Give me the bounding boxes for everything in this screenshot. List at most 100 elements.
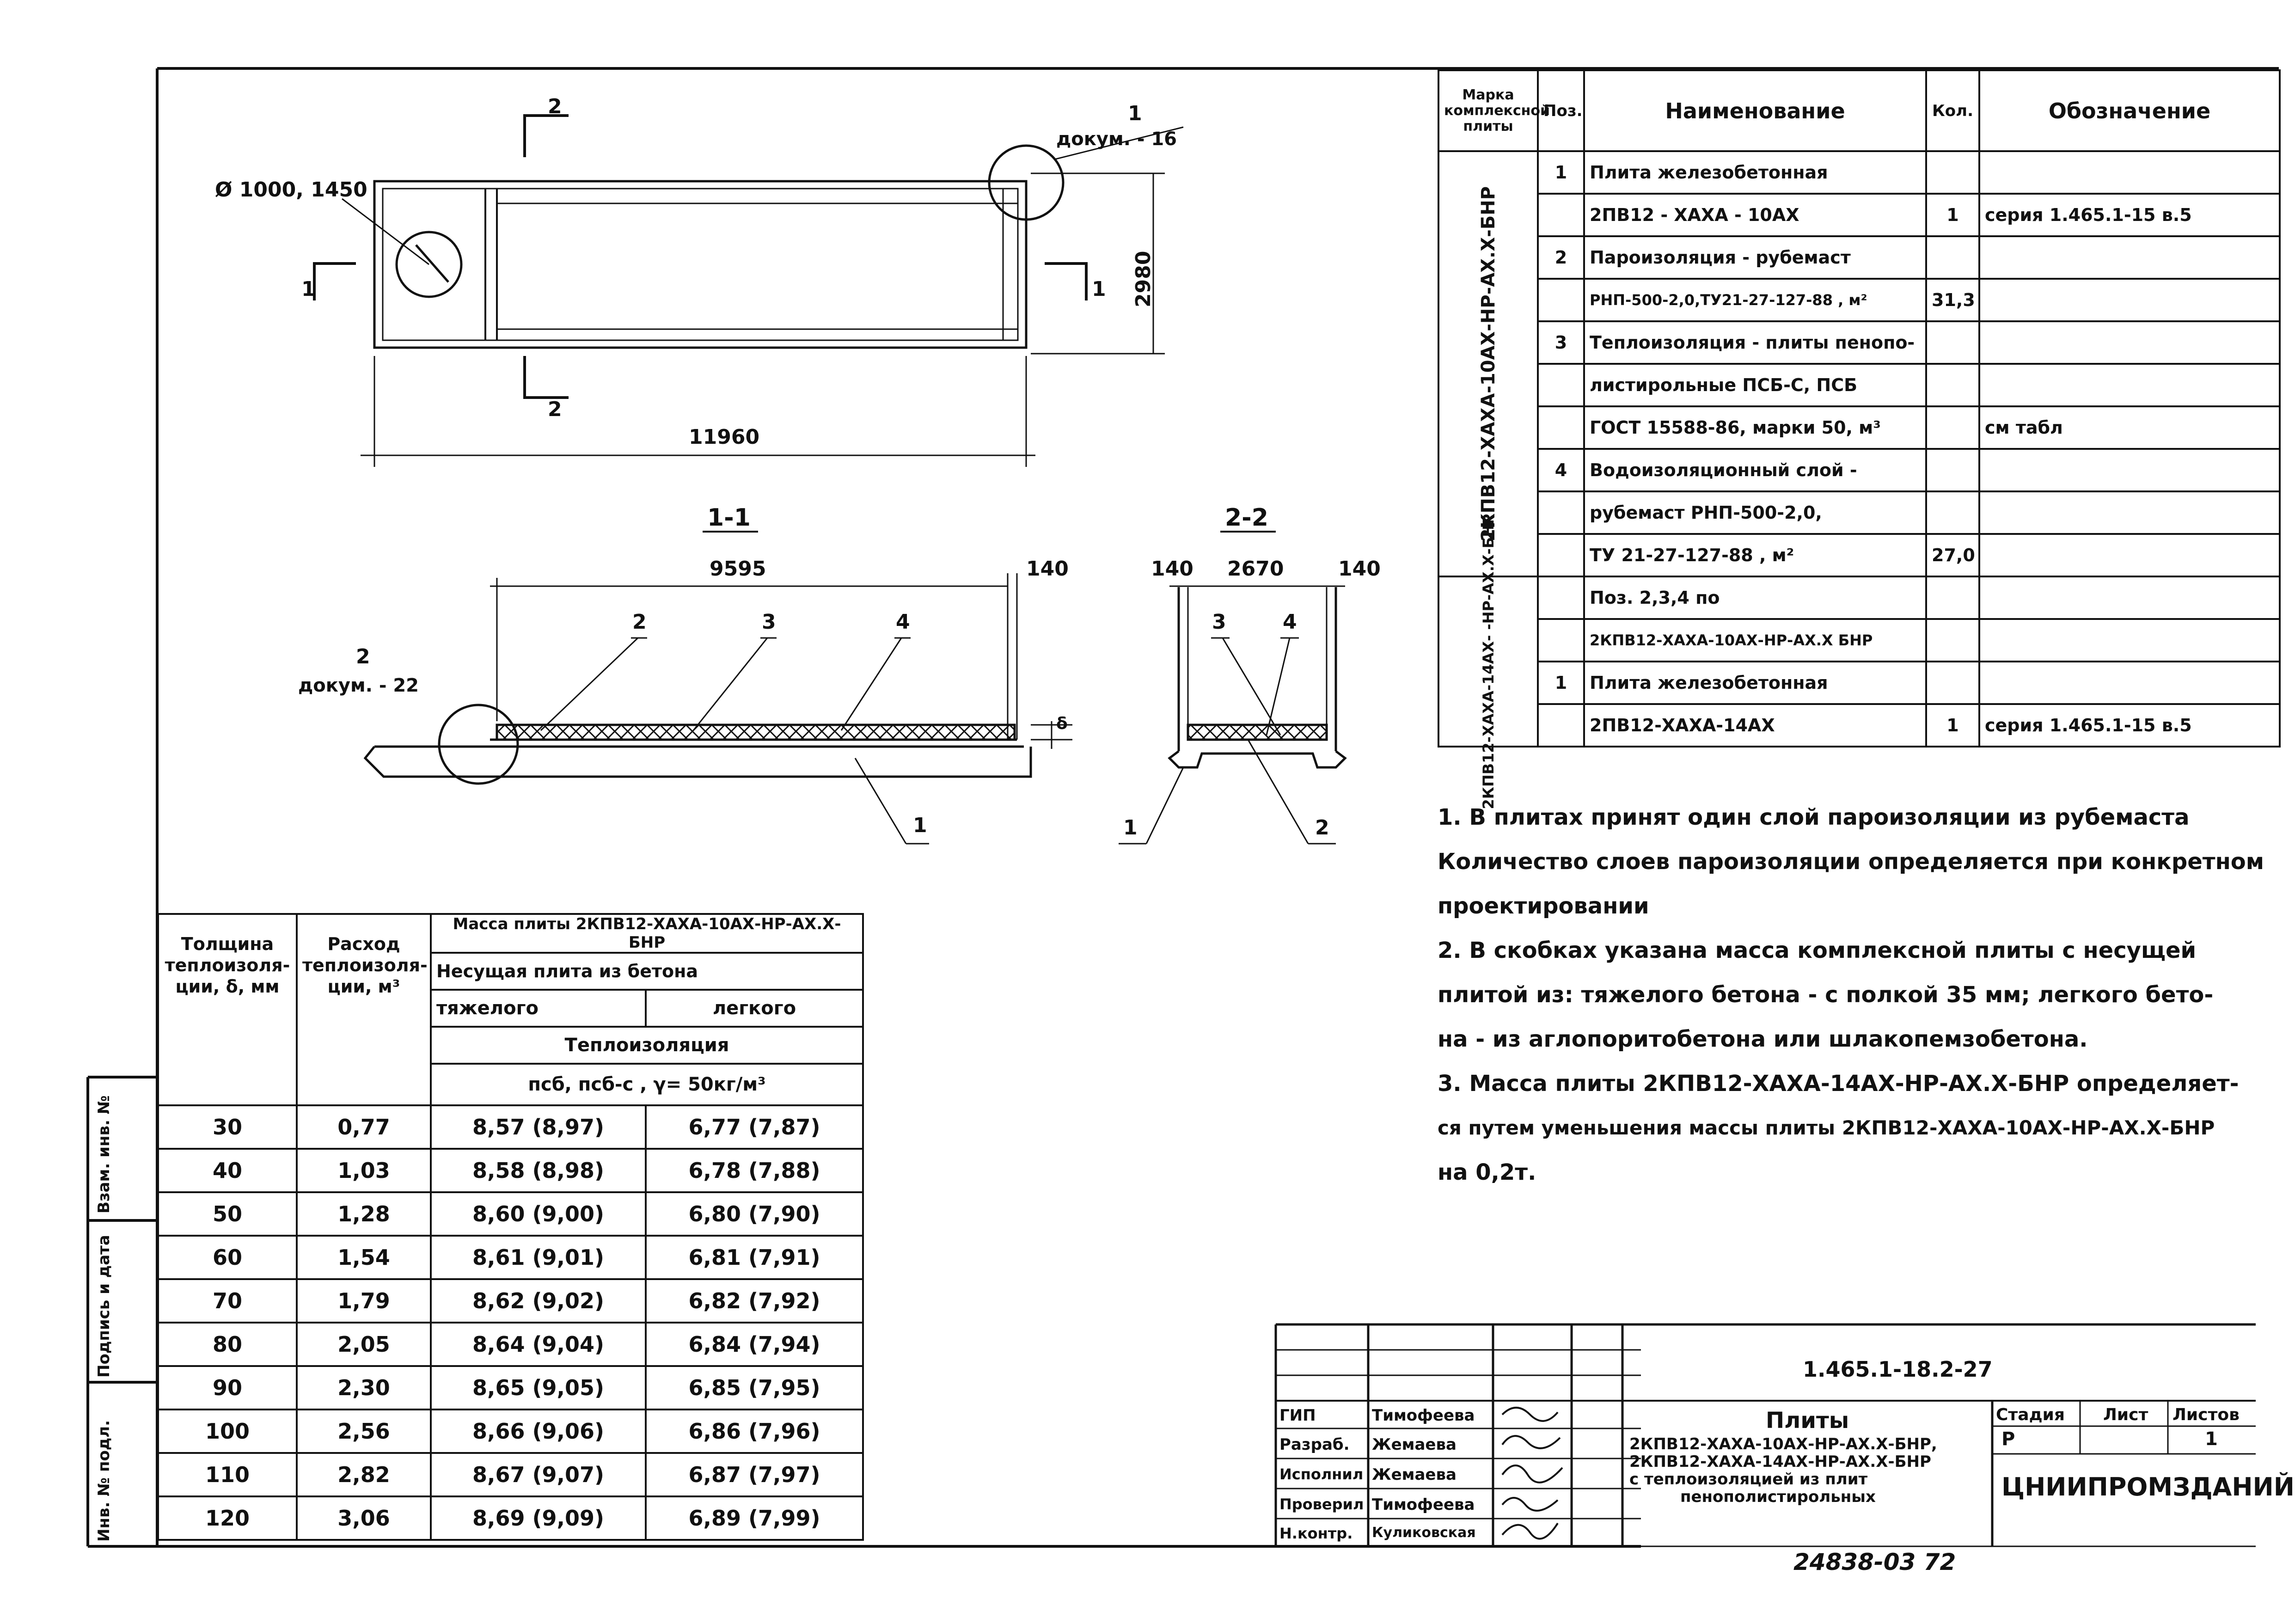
spec-header-pos: Поз. (1537, 69, 1585, 152)
sheets-value: 1 (2205, 1428, 2218, 1450)
mass-header-psb: псб, псб-с , γ= 50кг/м³ (430, 1063, 864, 1106)
spec-name: ТУ 21-27-127-88 , м² (1583, 533, 1927, 577)
section-mark-2-bottom: 2 (548, 398, 562, 421)
detail-callout-ref: докум. - 16 (1056, 129, 1177, 150)
role-checker: Проверил (1279, 1495, 1364, 1513)
spec-name: Водоизоляционный слой - (1583, 448, 1927, 492)
section-2-2-pos-3: 3 (1212, 610, 1226, 634)
spec-pos (1537, 278, 1585, 322)
section-1-1-title: 1-1 (707, 504, 751, 532)
mass-row: 30 0,77 8,57 (8,97) 6,77 (7,87) (157, 1104, 864, 1150)
spec-designation: серия 1.465.1-15 в.5 (1978, 703, 2281, 748)
note-line: ся путем уменьшения массы плиты 2КПВ12-Х… (1438, 1116, 2215, 1139)
mass-header-bearing: Несущая плита из бетона (430, 952, 864, 991)
section-mark-1-left: 1 (301, 277, 316, 301)
note-line: 2. В скобках указана масса комплексной п… (1438, 938, 2197, 963)
mass-header-thickness: Толщина теплоизоля- ции, δ, мм (157, 913, 298, 1106)
spec-qty (1925, 363, 1980, 407)
spec-row: 2КПВ12-ХАХА-10АХ-НР-АХ.Х-БНР 1 Плита жел… (1438, 150, 2281, 577)
mass-cell-consumption: 3,06 (296, 1495, 432, 1541)
spec-row: 1 Плита железобетонная (1438, 661, 2281, 705)
mass-cell-consumption: 2,30 (296, 1365, 432, 1410)
spec-designation (1978, 278, 2281, 322)
mass-cell-consumption: 1,54 (296, 1235, 432, 1280)
title-block-description: 2КПВ12-ХАХА-10АХ-НР-АХ.Х-БНР, 2КПВ12-ХАХ… (1629, 1435, 1990, 1506)
section-2-2-pos-2: 2 (1315, 816, 1329, 840)
section-1-1-pos-3: 3 (762, 610, 776, 634)
spec-designation (1978, 576, 2281, 620)
mass-cell-consumption: 2,82 (296, 1452, 432, 1497)
mass-table: Толщина теплоизоля- ции, δ, мм Расход те… (157, 913, 864, 1541)
spec-qty (1925, 235, 1980, 280)
mass-cell-thickness: 50 (157, 1191, 298, 1237)
spec-qty (1925, 576, 1980, 620)
spec-header-designation: Обозначение (1978, 69, 2281, 152)
section-2-2-right-dimension: 140 (1338, 557, 1381, 581)
section-1-1-delta: δ (1056, 714, 1068, 733)
mass-row: 120 3,06 8,69 (9,09) 6,89 (7,99) (157, 1495, 864, 1541)
footer-number: 24838-03 72 (1793, 1549, 1956, 1575)
spec-pos (1537, 490, 1585, 535)
section-1-1-main-dimension: 9595 (710, 557, 766, 581)
mass-cell-heavy: 8,65 (9,05) (430, 1365, 647, 1410)
spec-qty (1925, 320, 1980, 365)
mass-header-insulation: Теплоизоляция (430, 1026, 864, 1065)
spec-row: 2ПВ12 - ХАХА - 10АХ 1 серия 1.465.1-15 в… (1438, 193, 2281, 237)
spec-pos (1537, 576, 1585, 620)
spec-mark-1-cell: 2КПВ12-ХАХА-10АХ-НР-АХ.Х-БНР (1438, 150, 1539, 577)
mass-row: 100 2,56 8,66 (9,06) 6,86 (7,96) (157, 1409, 864, 1454)
section-1-1-end-dimension: 140 (1026, 557, 1069, 581)
desc-line: 2КПВ12-ХАХА-14АХ-НР-АХ.Х-БНР (1629, 1452, 1931, 1471)
title-block-title: Плиты (1766, 1408, 1849, 1434)
spec-qty: 31,3 (1925, 278, 1980, 322)
section-1-1-pos-1: 1 (913, 814, 927, 837)
spec-qty (1925, 490, 1980, 535)
mass-header-heavy: тяжелого (430, 989, 647, 1028)
note-line: 3. Масса плиты 2КПВ12-ХАХА-14АХ-НР-АХ.Х-… (1438, 1071, 2239, 1097)
spec-qty (1925, 661, 1980, 705)
mass-cell-light: 6,86 (7,96) (645, 1409, 864, 1454)
mass-cell-consumption: 2,56 (296, 1409, 432, 1454)
note-line: плитой из: тяжелого бетона - с полкой 35… (1438, 982, 2214, 1008)
spec-name: листирольные ПСБ-С, ПСБ (1583, 363, 1927, 407)
detail-callout-circle (988, 144, 1065, 221)
spec-row: листирольные ПСБ-С, ПСБ (1438, 363, 2281, 407)
spec-qty (1925, 405, 1980, 450)
section-2-2-mid-dimension: 2670 (1227, 557, 1284, 581)
name-developer: Жемаева (1372, 1435, 1457, 1454)
note-line: Количество слоев пароизоляции определяет… (1438, 849, 2264, 875)
mass-header-light: легкого (645, 989, 864, 1028)
spec-name: Теплоизоляция - плиты пенопо- (1583, 320, 1927, 365)
spec-name: Поз. 2,3,4 по (1583, 576, 1927, 620)
detail-2-number: 2 (356, 645, 370, 668)
spec-name: Плита железобетонная (1583, 150, 1927, 195)
stage-header: Стадия (1996, 1405, 2065, 1424)
spec-row: 2КПВ12-ХАХА-10АХ-НР-АХ.Х БНР (1438, 618, 2281, 662)
spec-header-qty: Кол. (1925, 69, 1980, 152)
spec-row: 2ПВ12-ХАХА-14АХ 1 серия 1.465.1-15 в.5 (1438, 703, 2281, 748)
detail-callout-number: 1 (1128, 102, 1142, 125)
mass-cell-light: 6,85 (7,95) (645, 1365, 864, 1410)
spec-header-mark: Марка комплексной плиты (1438, 69, 1550, 152)
stage-value: Р (2001, 1428, 2015, 1450)
spec-pos: 2 (1537, 235, 1585, 280)
mass-cell-light: 6,82 (7,92) (645, 1278, 864, 1324)
mass-cell-thickness: 80 (157, 1322, 298, 1367)
mass-cell-light: 6,77 (7,87) (645, 1104, 864, 1150)
name-gip: Тимофеева (1372, 1406, 1475, 1425)
section-1-1-pos-4: 4 (896, 610, 910, 634)
mass-cell-light: 6,81 (7,91) (645, 1235, 864, 1280)
mass-cell-light: 6,89 (7,99) (645, 1495, 864, 1541)
spec-pos (1537, 193, 1585, 237)
spec-row: РНП-500-2,0,ТУ21-27-127-88 , м² 31,3 (1438, 278, 2281, 322)
mass-cell-thickness: 110 (157, 1452, 298, 1497)
spec-pos: 3 (1537, 320, 1585, 365)
mass-cell-heavy: 8,58 (8,98) (430, 1148, 647, 1193)
mass-cell-heavy: 8,57 (8,97) (430, 1104, 647, 1150)
spec-name: Пароизоляция - рубемаст (1583, 235, 1927, 280)
length-dimension: 11960 (689, 425, 760, 449)
mass-cell-thickness: 90 (157, 1365, 298, 1410)
